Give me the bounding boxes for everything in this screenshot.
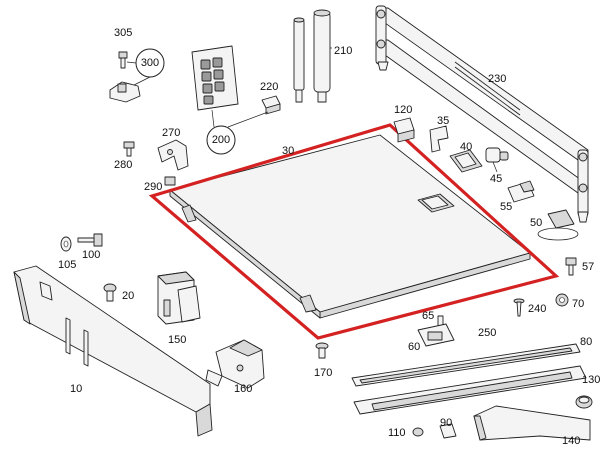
part-70-bolt[interactable] — [555, 293, 569, 307]
part-35-bracket[interactable] — [429, 125, 449, 153]
label-50: 50 — [530, 217, 542, 229]
label-20: 20 — [122, 290, 134, 302]
label-60: 60 — [408, 341, 420, 353]
label-57: 57 — [582, 261, 594, 273]
part-50-cable-latch[interactable] — [537, 209, 579, 241]
part-10-side-trim[interactable] — [13, 265, 213, 437]
part-170-fastener[interactable] — [315, 342, 329, 359]
part-270-bracket[interactable] — [157, 139, 189, 171]
part-30-panel[interactable] — [169, 134, 531, 319]
part-305-bolt[interactable] — [118, 51, 128, 69]
label-80: 80 — [580, 336, 592, 348]
label-120: 120 — [394, 104, 412, 116]
label-105: 105 — [58, 259, 76, 271]
highlight-outline — [148, 123, 560, 340]
label-230: 230 — [488, 73, 506, 85]
callout-200[interactable] — [206, 109, 269, 155]
part-150-box[interactable] — [157, 271, 201, 325]
part-240-screw[interactable] — [513, 298, 525, 317]
part-140-cover[interactable] — [473, 405, 591, 441]
part-300-bracket[interactable] — [109, 81, 141, 103]
label-65: 65 — [422, 310, 434, 322]
label-240: 240 — [528, 303, 546, 315]
label-35: 35 — [437, 115, 449, 127]
part-120-block[interactable] — [393, 117, 415, 143]
label-220: 220 — [260, 81, 278, 93]
part-130-cap[interactable] — [575, 395, 593, 409]
part-45-lock[interactable] — [485, 147, 509, 173]
part-110-clip[interactable] — [412, 427, 424, 437]
label-45: 45 — [490, 173, 502, 185]
label-150: 150 — [168, 334, 186, 346]
label-140: 140 — [562, 435, 580, 447]
part-280-bolt[interactable] — [123, 141, 135, 157]
part-20-clip[interactable] — [103, 283, 117, 302]
part-220-clip[interactable] — [261, 95, 281, 115]
part-55-latch[interactable] — [507, 180, 535, 203]
part-105-washer[interactable] — [60, 236, 72, 252]
callout-label-300: 300 — [141, 57, 159, 69]
part-90-clip[interactable] — [439, 423, 457, 439]
part-60-strike[interactable] — [417, 323, 455, 347]
label-70: 70 — [572, 298, 584, 310]
label-290: 290 — [144, 181, 162, 193]
part-57-bolt[interactable] — [565, 257, 577, 276]
part-230-frame[interactable] — [375, 5, 589, 223]
part-210-struts[interactable] — [293, 9, 332, 103]
label-110: 110 — [388, 427, 406, 439]
part-100-bolt[interactable] — [77, 233, 103, 247]
label-55: 55 — [500, 201, 512, 213]
label-100: 100 — [82, 249, 100, 261]
label-40: 40 — [460, 141, 472, 153]
label-10: 10 — [70, 383, 82, 395]
part-80-rail[interactable] — [353, 365, 587, 415]
callout-label-200: 200 — [212, 134, 230, 146]
label-210: 210 — [334, 45, 352, 57]
part-labels: 305 210 220 230 120 35 40 270 30 280 290… — [58, 27, 600, 447]
callout-300[interactable] — [126, 48, 165, 87]
label-90: 90 — [440, 417, 452, 429]
label-30: 30 — [282, 145, 294, 157]
label-250: 250 — [478, 327, 496, 339]
label-130: 130 — [582, 374, 600, 386]
part-40-handle[interactable] — [449, 149, 483, 173]
part-160-bracket[interactable] — [205, 339, 265, 389]
part-290-nut[interactable] — [164, 176, 176, 186]
part-250-rail[interactable] — [351, 343, 581, 387]
label-160: 160 — [234, 383, 252, 395]
label-280: 280 — [114, 159, 132, 171]
label-170: 170 — [314, 367, 332, 379]
label-305: 305 — [114, 27, 132, 39]
part-200-switch-panel[interactable] — [191, 45, 239, 111]
label-270: 270 — [162, 127, 180, 139]
